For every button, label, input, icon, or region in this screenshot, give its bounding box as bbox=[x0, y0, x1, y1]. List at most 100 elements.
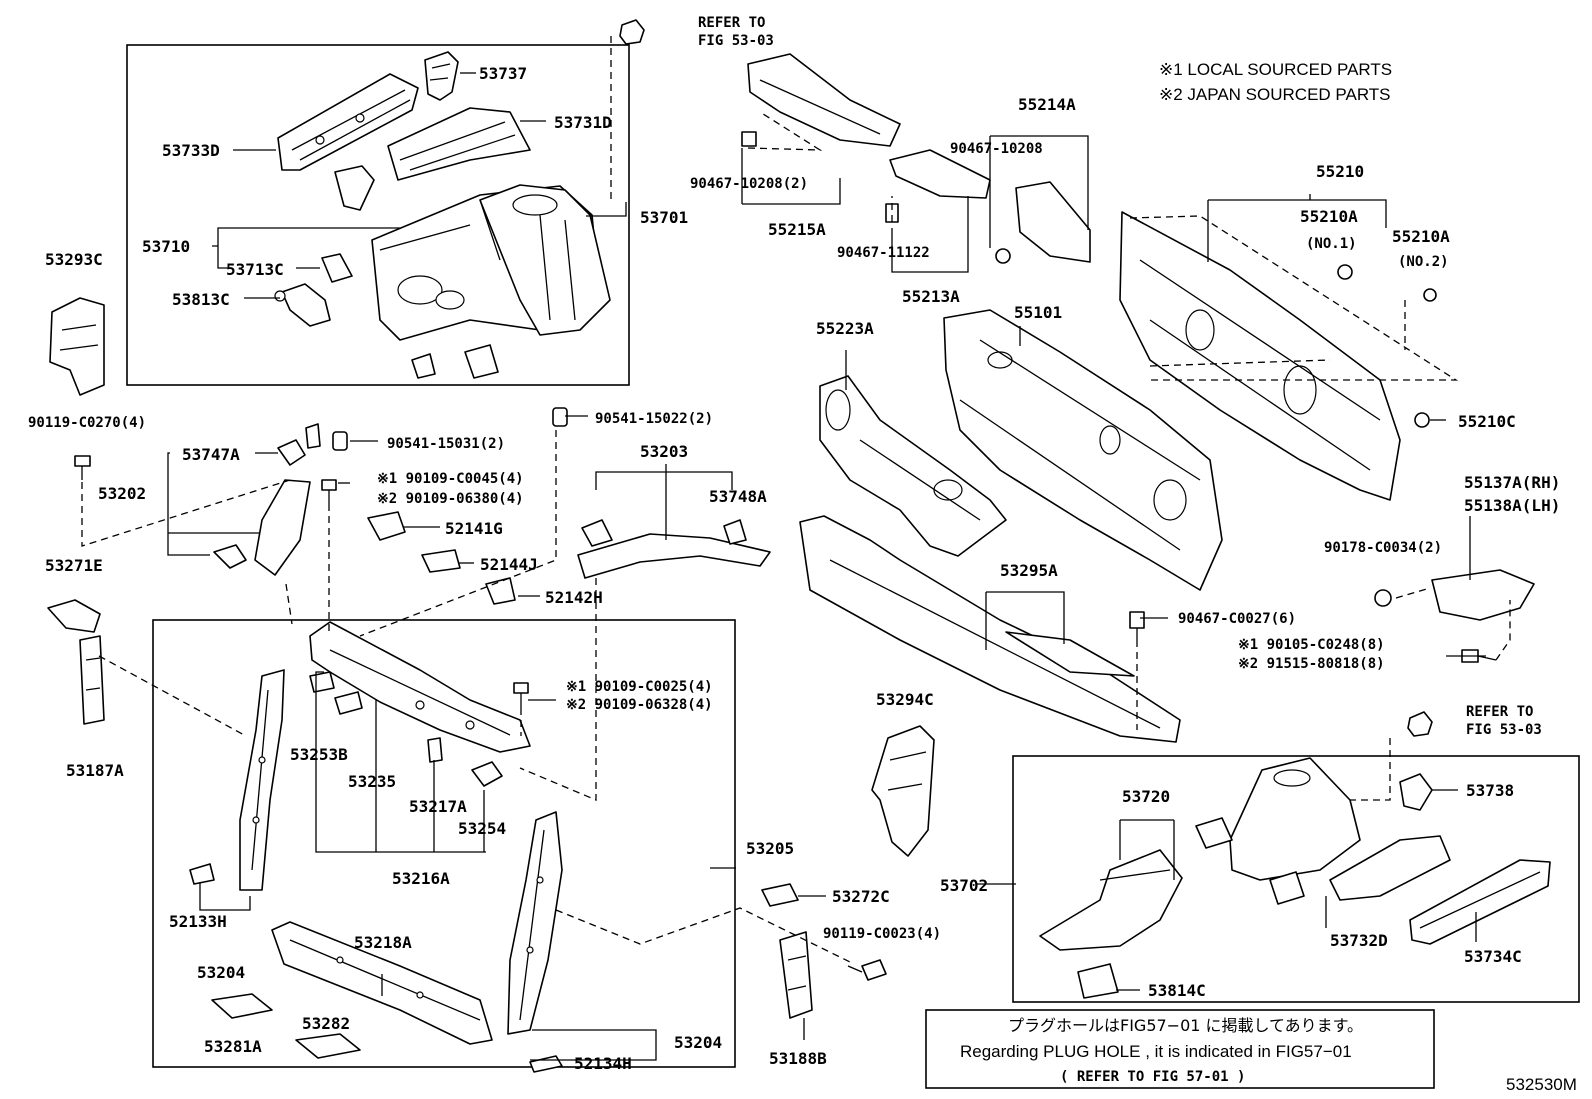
label-90467-10208: 90467-10208 bbox=[950, 141, 1043, 157]
part-55214A-panel bbox=[1015, 181, 1091, 263]
part-53188B-bracket bbox=[779, 931, 813, 1019]
note-plug-hole-jp: プラグホールはFIG57−01 に掲載してあります。 bbox=[1008, 1016, 1363, 1035]
label-55138A: 55138A(LH) bbox=[1464, 496, 1560, 515]
part-53747A-bracket bbox=[277, 423, 321, 466]
label-90541-15031: 90541-15031(2) bbox=[387, 436, 505, 452]
label-53202: 53202 bbox=[98, 484, 146, 503]
label-55101: 55101 bbox=[1014, 303, 1062, 322]
part-55223A-insulator bbox=[819, 375, 1007, 557]
clip-90467-10208-2 bbox=[741, 131, 757, 147]
label-90109-C0025: ※1 90109-C0025(4) bbox=[566, 679, 713, 695]
label-52142H: 52142H bbox=[545, 588, 603, 607]
label-53295A: 53295A bbox=[1000, 561, 1058, 580]
part-55137A-55138A-bracket bbox=[1431, 569, 1535, 621]
label-53217A: 53217A bbox=[409, 797, 467, 816]
part-53732D-apron-panel bbox=[1329, 835, 1451, 901]
label-55213A: 55213A bbox=[902, 287, 960, 306]
part-53295A-cowl-top bbox=[799, 515, 1181, 743]
label-52134H: 52134H bbox=[574, 1054, 632, 1073]
radiator-support-group-box bbox=[152, 619, 736, 1068]
label-52133H: 52133H bbox=[169, 912, 227, 931]
part-53254-bracket bbox=[471, 761, 503, 787]
part-53235-bracket bbox=[334, 691, 363, 715]
label-53235: 53235 bbox=[348, 772, 396, 791]
part-53720-apron bbox=[1039, 849, 1183, 951]
label-53813C: 53813C bbox=[172, 290, 230, 309]
label-90109-06328: ※2 90109-06328(4) bbox=[566, 697, 713, 713]
label-55210A-no1: 55210A bbox=[1300, 207, 1358, 226]
label-53203: 53203 bbox=[640, 442, 688, 461]
part-53701-apron-tower bbox=[479, 184, 611, 336]
note-refer-fig-57: ( REFER TO FIG 57-01 ) bbox=[1060, 1069, 1245, 1085]
part-52134H-clip bbox=[529, 1055, 563, 1073]
label-53814C: 53814C bbox=[1148, 981, 1206, 1000]
label-90105-C0248: ※1 90105-C0248(8) bbox=[1238, 637, 1385, 653]
label-53271E: 53271E bbox=[45, 556, 103, 575]
label-53281A: 53281A bbox=[204, 1037, 262, 1056]
part-53282-bracket bbox=[295, 1033, 361, 1059]
clip-55210A-no1 bbox=[1337, 264, 1353, 280]
part-55101-dash-panel bbox=[943, 309, 1223, 591]
bolt-90119-C0023 bbox=[847, 959, 887, 981]
refer-nut-lower bbox=[1407, 711, 1433, 737]
label-53737: 53737 bbox=[479, 64, 527, 83]
clip-55210A-no2 bbox=[1423, 288, 1437, 302]
part-small-bracket-right bbox=[1195, 817, 1305, 905]
bolt-90109-C0045 bbox=[321, 479, 337, 504]
label-53713C: 53713C bbox=[226, 260, 284, 279]
label-55210A-no2: 55210A bbox=[1392, 227, 1450, 246]
label-55214A: 55214A bbox=[1018, 95, 1076, 114]
label-53702: 53702 bbox=[940, 876, 988, 895]
assembly-dashed-lines bbox=[81, 36, 1511, 963]
figure-code: 532530M bbox=[1506, 1075, 1577, 1094]
label-53218A: 53218A bbox=[354, 933, 412, 952]
label-53187A: 53187A bbox=[66, 761, 124, 780]
label-53204-right: 53204 bbox=[674, 1033, 722, 1052]
label-90109-06380: ※2 90109-06380(4) bbox=[377, 491, 524, 507]
label-53294C: 53294C bbox=[876, 690, 934, 709]
label-90541-15022: 90541-15022(2) bbox=[595, 411, 713, 427]
label-53282: 53282 bbox=[302, 1014, 350, 1033]
upper-apron-group-box bbox=[126, 44, 630, 386]
part-53814C-bracket bbox=[1077, 963, 1119, 999]
part-53294C-panel bbox=[871, 725, 935, 857]
label-55137A: 55137A(RH) bbox=[1464, 473, 1560, 492]
refer-to-upper: REFER TO bbox=[698, 15, 765, 31]
part-53734C-apron-rail bbox=[1409, 859, 1551, 945]
refer-nut-upper bbox=[619, 19, 645, 45]
part-53203-bar bbox=[577, 519, 771, 579]
part-labels: REFER TO FIG 53-03 ※1 LOCAL SOURCED PART… bbox=[28, 15, 1577, 1094]
part-52144J-bracket bbox=[421, 549, 461, 573]
label-no1: (NO.1) bbox=[1306, 236, 1357, 252]
part-53813C-bracket bbox=[274, 283, 331, 327]
label-55223A: 55223A bbox=[816, 319, 874, 338]
part-52141G-bracket bbox=[367, 511, 406, 541]
label-90467-11122: 90467-11122 bbox=[837, 245, 930, 261]
fig-53-03-upper: FIG 53-03 bbox=[698, 33, 774, 49]
right-apron-group-box bbox=[1012, 755, 1580, 1003]
part-55213A-panel bbox=[889, 149, 991, 199]
label-53216A: 53216A bbox=[392, 869, 450, 888]
clip-90467-C0027 bbox=[1129, 611, 1145, 640]
label-53188B: 53188B bbox=[769, 1049, 827, 1068]
plug-hole-note-box bbox=[925, 1009, 1435, 1089]
part-53272C-bracket bbox=[761, 883, 799, 907]
label-53205: 53205 bbox=[746, 839, 794, 858]
clip-90467-10208 bbox=[995, 248, 1011, 264]
clip-90467-11122 bbox=[885, 203, 899, 223]
part-53293C-panel bbox=[49, 297, 105, 396]
fig-53-03-lower: FIG 53-03 bbox=[1466, 722, 1542, 738]
label-90119-C0270: 90119-C0270(4) bbox=[28, 415, 146, 431]
label-90467-10208-2: 90467-10208(2) bbox=[690, 176, 808, 192]
label-53748A: 53748A bbox=[709, 487, 767, 506]
label-53720: 53720 bbox=[1122, 787, 1170, 806]
nut-90178-C0034 bbox=[1374, 589, 1392, 607]
part-53202-support bbox=[213, 479, 311, 576]
label-53254: 53254 bbox=[458, 819, 506, 838]
label-53731D: 53731D bbox=[554, 113, 612, 132]
label-55210: 55210 bbox=[1316, 162, 1364, 181]
part-52133H-clip bbox=[189, 863, 215, 885]
part-53281A-bracket bbox=[211, 993, 273, 1019]
label-53253B: 53253B bbox=[290, 745, 348, 764]
part-55210-dash-insulator bbox=[1119, 211, 1401, 501]
